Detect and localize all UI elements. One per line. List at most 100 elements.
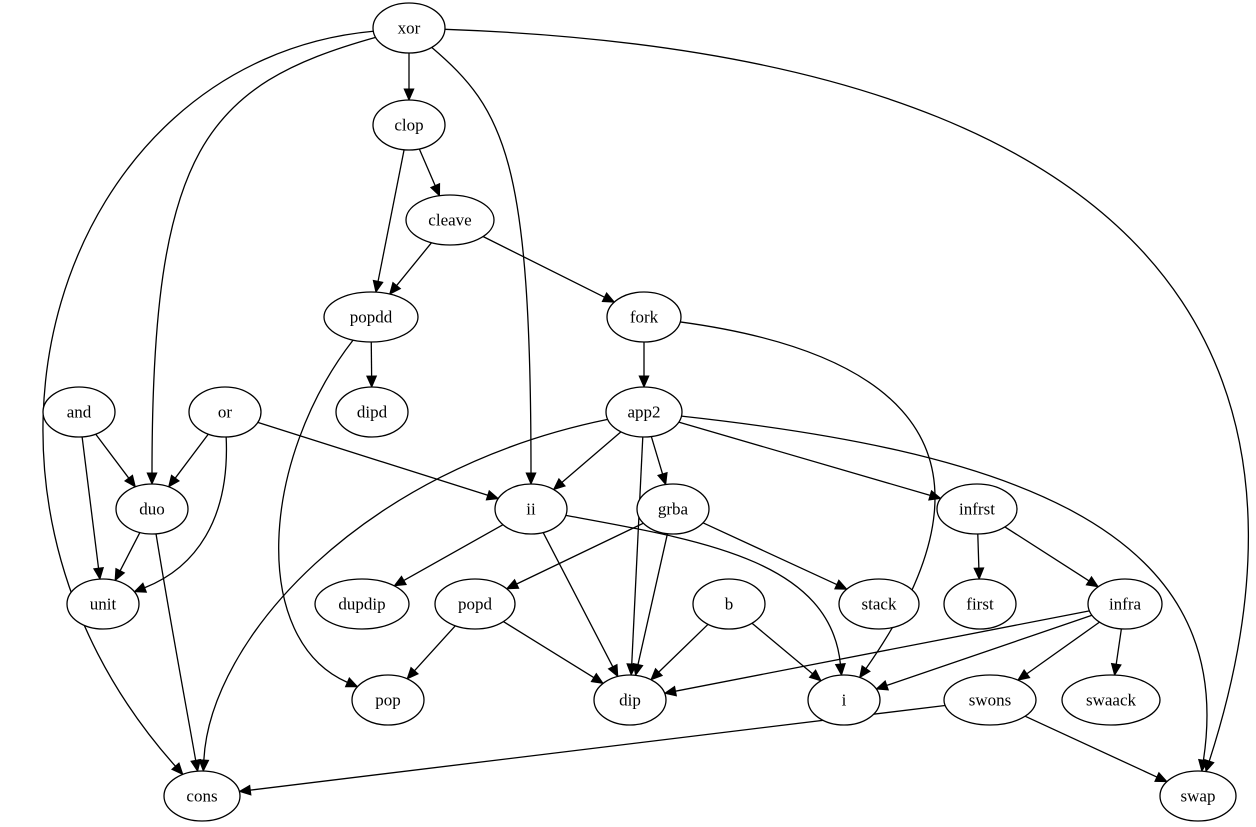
node-label: swaack <box>1086 691 1137 710</box>
edge-ii-to-i <box>565 514 846 677</box>
edge-line <box>650 436 664 475</box>
edge-line <box>119 532 141 571</box>
edge-popdd-to-dipd <box>366 341 378 389</box>
arrowhead-icon <box>632 662 644 677</box>
arrowhead-icon <box>638 375 650 389</box>
edge-infra-to-swons <box>1016 621 1100 681</box>
arrowhead-icon <box>344 676 359 688</box>
node-swons[interactable]: swons <box>943 674 1037 726</box>
edge-cleave-to-popdd <box>388 242 433 296</box>
node-fork[interactable]: fork <box>606 291 682 343</box>
node-dip[interactable]: dip <box>593 674 667 726</box>
node-ellipse <box>692 578 766 630</box>
edge-line <box>631 436 644 665</box>
edge-ii-to-dupdip <box>393 524 504 587</box>
node-ellipse <box>1061 674 1161 726</box>
node-unit[interactable]: unit <box>66 578 140 630</box>
node-label: dupdip <box>338 595 385 614</box>
node-pop[interactable]: pop <box>351 674 425 726</box>
edge-app2-to-cons <box>198 418 608 773</box>
node-swaack[interactable]: swaack <box>1061 674 1161 726</box>
node-label: unit <box>90 595 117 614</box>
node-app2[interactable]: app2 <box>605 386 683 438</box>
node-label: first <box>966 595 994 614</box>
edge-or-to-unit <box>133 436 228 593</box>
edge-or-to-duo <box>167 433 209 488</box>
edge-line <box>257 421 488 496</box>
node-cons[interactable]: cons <box>163 770 241 822</box>
edge-swons-to-swap <box>1024 715 1169 783</box>
node-or[interactable]: or <box>188 386 262 438</box>
edge-line <box>1115 628 1123 665</box>
node-ellipse <box>943 578 1017 630</box>
node-cleave[interactable]: cleave <box>405 194 495 246</box>
node-duo[interactable]: duo <box>115 483 189 535</box>
node-ellipse <box>405 194 495 246</box>
node-b[interactable]: b <box>692 578 766 630</box>
arrowhead-icon <box>372 279 384 294</box>
node-ellipse <box>943 674 1037 726</box>
node-dipd[interactable]: dipd <box>335 386 409 438</box>
node-swap[interactable]: swap <box>1159 770 1237 822</box>
edge-popd-to-dip <box>503 621 605 685</box>
node-dupdip[interactable]: dupdip <box>314 578 410 630</box>
node-ellipse <box>115 483 189 535</box>
node-ellipse <box>351 674 425 726</box>
arrowhead-icon <box>1085 575 1100 588</box>
arrowhead-icon <box>1016 668 1031 681</box>
edge-line <box>678 421 931 496</box>
edge-app2-to-swap <box>681 415 1210 773</box>
node-label: stack <box>862 595 897 614</box>
edges-layer <box>42 28 1250 796</box>
node-ii[interactable]: ii <box>494 483 568 535</box>
edge-infra-to-swaack <box>1110 628 1123 677</box>
edge-line <box>403 524 504 582</box>
node-ellipse <box>838 578 920 630</box>
node-ellipse <box>66 578 140 630</box>
edge-xor-to-duo <box>146 36 376 486</box>
node-stack[interactable]: stack <box>838 578 920 630</box>
node-label: swons <box>969 691 1012 710</box>
node-label: xor <box>398 19 421 38</box>
node-popd[interactable]: popd <box>434 578 516 630</box>
edge-app2-to-infrst <box>678 421 942 501</box>
node-clop[interactable]: clop <box>372 99 446 151</box>
edge-ii-to-dip <box>542 532 619 678</box>
node-xor[interactable]: xor <box>372 2 446 54</box>
node-grba[interactable]: grba <box>636 483 710 535</box>
arrowhead-icon <box>657 471 668 486</box>
edge-line <box>151 36 376 474</box>
edge-fork-to-app2 <box>638 342 650 389</box>
arrowhead-icon <box>808 669 822 682</box>
arrowhead-icon <box>834 579 848 590</box>
edge-b-to-i <box>751 622 822 682</box>
edge-line <box>680 321 936 669</box>
node-infrst[interactable]: infrst <box>936 483 1018 535</box>
node-label: popdd <box>350 308 393 327</box>
edge-line <box>561 431 622 483</box>
node-and[interactable]: and <box>42 386 116 438</box>
node-i[interactable]: i <box>807 674 881 726</box>
edge-xor-to-clop <box>403 53 415 102</box>
edge-popdd-to-pop <box>278 339 359 688</box>
edge-line <box>444 28 1250 762</box>
edge-infra-to-dip <box>663 610 1090 697</box>
arrowhead-icon <box>607 663 619 678</box>
node-infra[interactable]: infra <box>1087 578 1163 630</box>
node-label: cons <box>186 787 217 806</box>
arrowhead-icon <box>928 489 942 501</box>
arrowhead-icon <box>485 489 500 501</box>
node-popdd[interactable]: popdd <box>323 291 419 343</box>
node-ellipse <box>1159 770 1237 822</box>
edge-line <box>431 46 532 474</box>
node-label: or <box>218 403 233 422</box>
node-label: fork <box>630 308 659 327</box>
arrowhead-icon <box>875 680 890 691</box>
node-ellipse <box>323 291 419 343</box>
node-label: infra <box>1109 595 1142 614</box>
node-first[interactable]: first <box>943 578 1017 630</box>
arrowhead-icon <box>590 672 605 685</box>
edge-line <box>702 522 838 586</box>
arrowhead-icon <box>133 582 148 593</box>
